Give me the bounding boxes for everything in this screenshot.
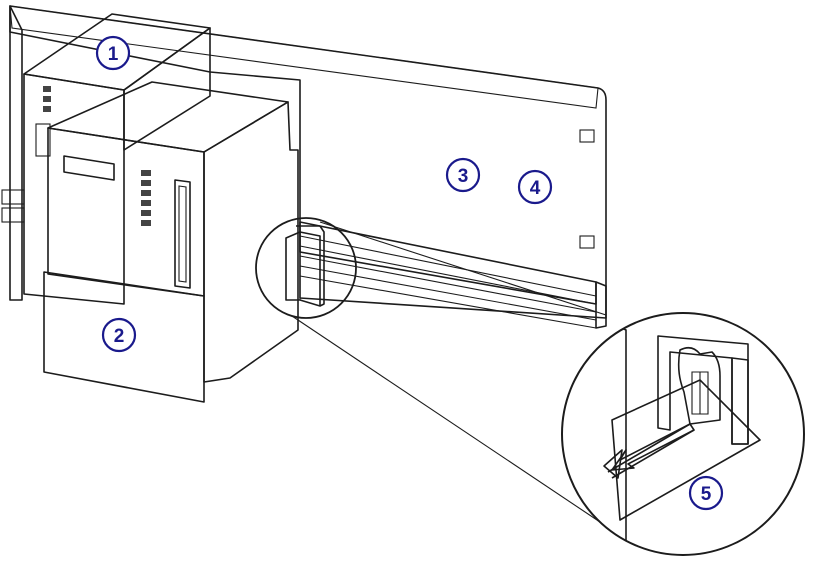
callout-1: 1 (95, 35, 131, 71)
detail-magnifier-small (255, 217, 357, 319)
bus-connector (285, 225, 325, 307)
callout-4-label: 4 (530, 178, 541, 199)
callout-2: 2 (101, 317, 137, 353)
zoom-guide-lines (291, 221, 607, 523)
callout-4: 4 (517, 169, 553, 205)
mounting-rail (9, 5, 607, 319)
callout-1-label: 1 (108, 44, 119, 65)
callout-3: 3 (445, 157, 481, 193)
module-rear (1, 13, 211, 305)
module-front (43, 81, 299, 403)
callout-5-label: 5 (701, 484, 712, 505)
callout-2-label: 2 (114, 326, 125, 347)
callout-3-label: 3 (458, 166, 469, 187)
detail-zoom-view (561, 312, 805, 556)
callout-5: 5 (688, 475, 724, 511)
